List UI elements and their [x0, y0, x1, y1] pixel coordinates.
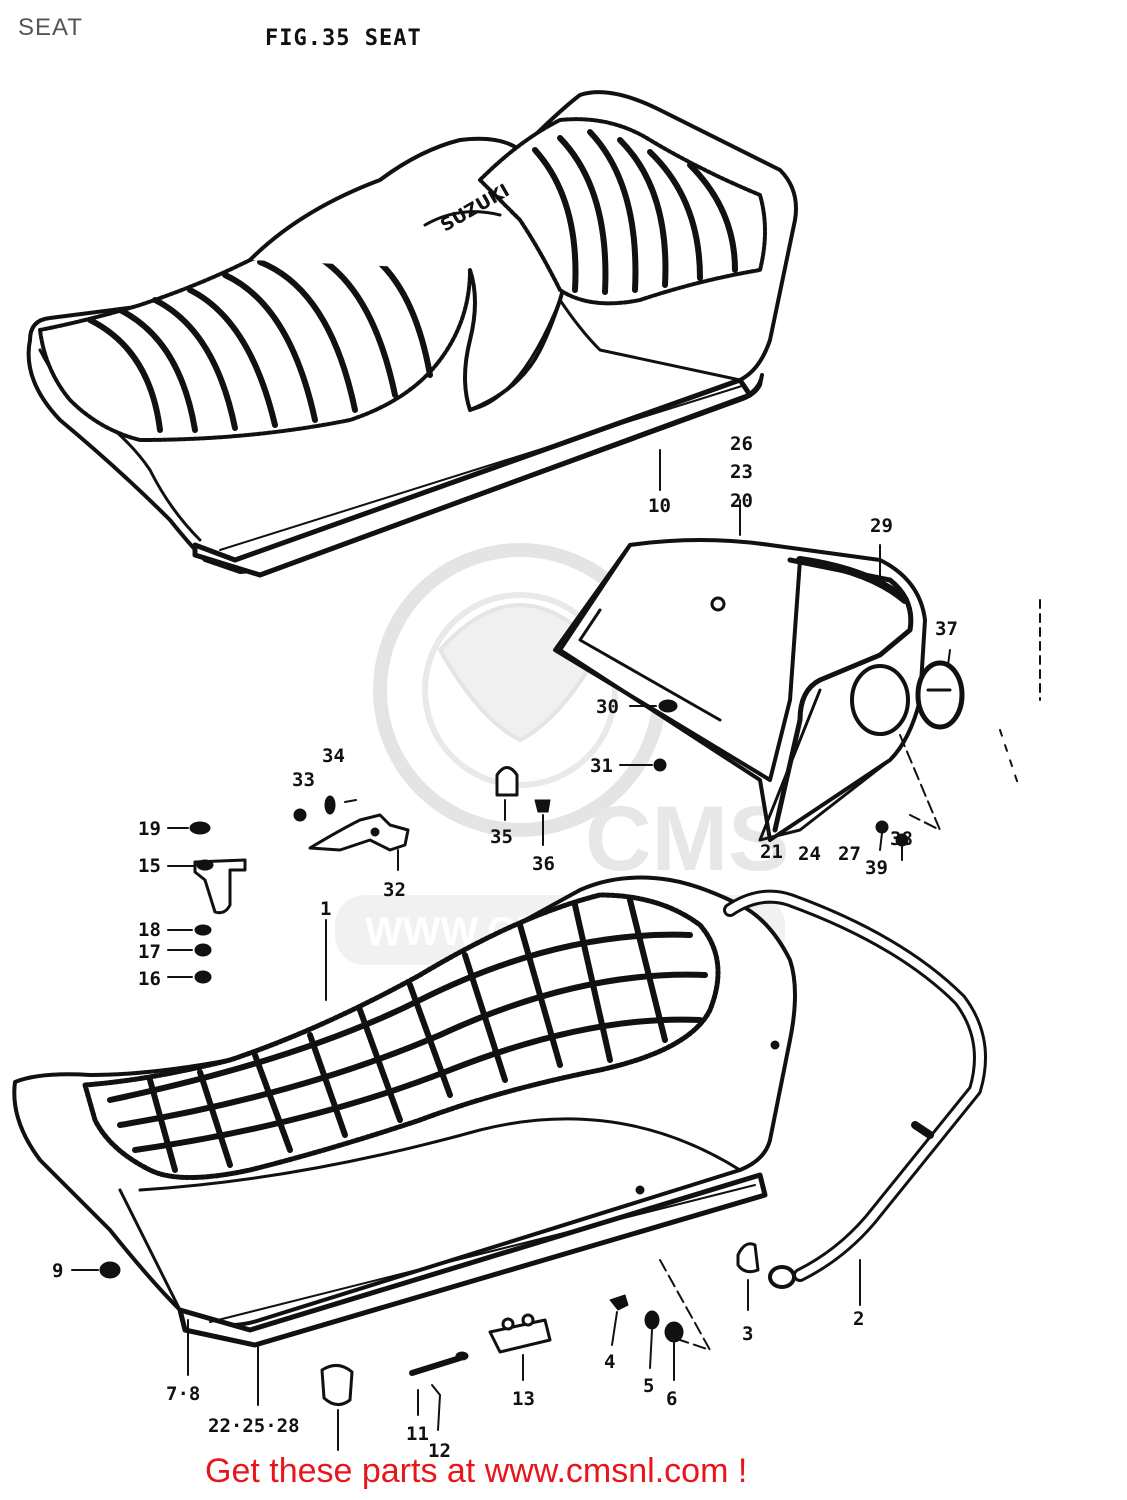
part-label-39: 39	[865, 857, 888, 879]
part-label-4: 4	[604, 1351, 615, 1373]
footer-link-text[interactable]: Get these parts at www.cmsnl.com !	[205, 1452, 748, 1490]
part-label-6: 6	[666, 1388, 677, 1410]
part-label-19: 19	[138, 818, 161, 840]
part-label-20: 20	[730, 490, 753, 512]
part-label-13: 13	[512, 1388, 535, 1410]
part-label-22-25-28: 22·25·28	[208, 1415, 300, 1437]
part-label-35: 35	[490, 826, 513, 848]
part-label-5: 5	[643, 1375, 654, 1397]
part-label-27: 27	[838, 843, 861, 865]
part-label-26: 26	[730, 433, 753, 455]
part-label-2: 2	[853, 1308, 864, 1330]
part-label-12: 12	[428, 1440, 451, 1462]
watermark-logo: CMS	[585, 788, 789, 890]
part-label-18: 18	[138, 919, 161, 941]
part-label-17: 17	[138, 941, 161, 963]
part-number-labels: 10 26 23 20 29 37 30 31 34 33 35 36 32 1…	[52, 433, 958, 1462]
part-label-29: 29	[870, 515, 893, 537]
rear-tail-box	[553, 499, 1041, 861]
part-label-24: 24	[798, 843, 821, 865]
part-label-15: 15	[138, 855, 161, 877]
part-label-9: 9	[52, 1260, 63, 1282]
part-label-16: 16	[138, 968, 161, 990]
part-label-3: 3	[742, 1323, 753, 1345]
part-label-30: 30	[596, 696, 619, 718]
part-label-23: 23	[730, 461, 753, 483]
lower-seat-assembly	[12, 875, 987, 1451]
figure-title: FIG.35 SEAT	[265, 26, 422, 51]
upper-seat-assembly: SUZUKI	[26, 90, 798, 578]
hinge-latch-parts	[167, 766, 551, 984]
part-label-11: 11	[406, 1423, 429, 1445]
part-label-1: 1	[320, 898, 331, 920]
part-label-32: 32	[383, 879, 406, 901]
page-title: SEAT	[18, 14, 83, 41]
part-label-10: 10	[648, 495, 671, 517]
part-label-38: 38	[890, 828, 913, 850]
part-label-36: 36	[532, 853, 555, 875]
part-label-7-8: 7·8	[166, 1383, 200, 1405]
part-label-33: 33	[292, 769, 315, 791]
part-label-21: 21	[760, 841, 783, 863]
part-label-34: 34	[322, 745, 345, 767]
part-label-37: 37	[935, 618, 958, 640]
part-label-31: 31	[590, 755, 613, 777]
